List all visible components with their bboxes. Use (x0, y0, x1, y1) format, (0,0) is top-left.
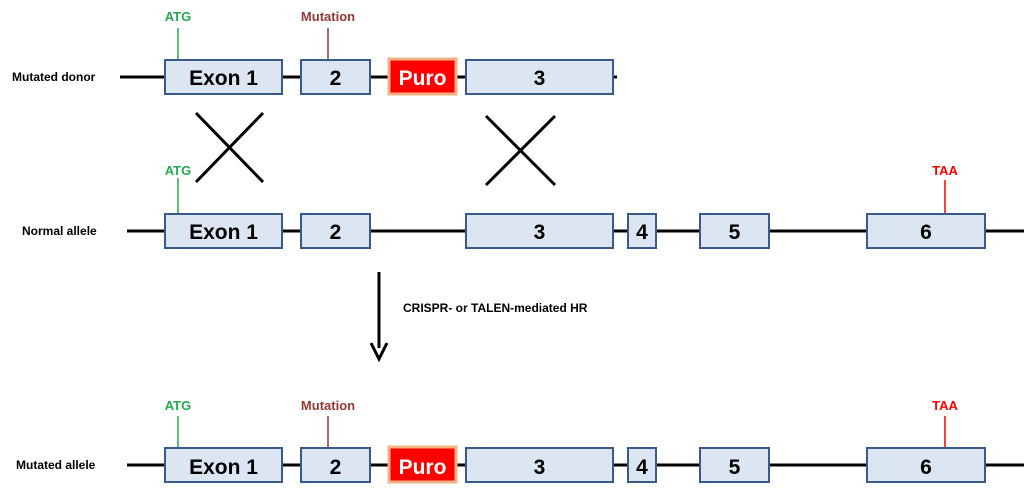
mutated-puro-cassette (387, 445, 458, 484)
normal-exon-5 (699, 213, 770, 249)
normal-exon-5-label: 5 (729, 221, 741, 244)
mutated-exon-3 (465, 447, 614, 483)
mutated-mutation-label: Mutation (301, 398, 355, 413)
mutated-taa-label: TAA (932, 398, 958, 413)
normal-exon-6-label: 6 (920, 221, 932, 244)
normal-exon-1 (164, 213, 283, 249)
crossover-left (194, 111, 265, 184)
process-arrow: CRISPR- or TALEN-mediated HR (369, 272, 588, 363)
mutated-row: Mutated allele ATG Mutation TAA Exon 1 2… (16, 398, 1024, 484)
mutated-puro-label: Puro (399, 456, 447, 479)
mutated-exon-2 (300, 447, 371, 483)
donor-exon-2-label: 2 (330, 67, 342, 90)
mutated-exon-6-label: 6 (920, 456, 932, 479)
donor-mutation-label: Mutation (301, 9, 355, 24)
normal-row: Normal allele ATG TAA Exon 1 2 3 4 5 6 (22, 163, 1024, 249)
donor-puro-label: Puro (399, 67, 447, 90)
normal-exon-2 (300, 213, 371, 249)
donor-atg-label: ATG (165, 9, 191, 24)
donor-exon-1-label: Exon 1 (189, 67, 258, 90)
crossover-marks (194, 111, 557, 187)
normal-taa-label: TAA (932, 163, 958, 178)
normal-atg-label: ATG (165, 163, 191, 178)
process-arrow-head (369, 342, 389, 363)
mutated-exon-2-label: 2 (330, 456, 342, 479)
normal-exon-3-label: 3 (534, 221, 546, 244)
mutated-exon-5 (699, 447, 770, 483)
donor-puro-cassette (387, 57, 458, 96)
mutated-exon-1 (164, 447, 283, 483)
normal-exon-1-label: Exon 1 (189, 221, 258, 244)
normal-exon-4 (627, 213, 657, 249)
donor-row-label: Mutated donor (12, 70, 96, 84)
normal-row-label: Normal allele (22, 224, 97, 238)
mutated-exon-4 (627, 447, 657, 483)
mutated-atg-label: ATG (165, 398, 191, 413)
donor-exon-3-label: 3 (534, 67, 546, 90)
donor-exon-1 (164, 59, 283, 95)
donor-exon-2 (300, 59, 371, 95)
donor-exon-3 (465, 59, 614, 95)
mutated-row-label: Mutated allele (16, 458, 96, 472)
normal-exon-3 (465, 213, 614, 249)
crossover-right (484, 114, 557, 187)
donor-row: Mutated donor ATG Mutation Exon 1 2 Puro… (12, 9, 617, 96)
process-label: CRISPR- or TALEN-mediated HR (403, 301, 588, 315)
mutated-exon-3-label: 3 (534, 456, 546, 479)
mutated-exon-6 (866, 447, 986, 483)
mutated-exon-4-label: 4 (636, 456, 648, 479)
mutated-exon-5-label: 5 (729, 456, 741, 479)
normal-exon-6 (866, 213, 986, 249)
normal-exon-2-label: 2 (330, 221, 342, 244)
mutated-exon-1-label: Exon 1 (189, 456, 258, 479)
normal-exon-4-label: 4 (636, 221, 648, 244)
